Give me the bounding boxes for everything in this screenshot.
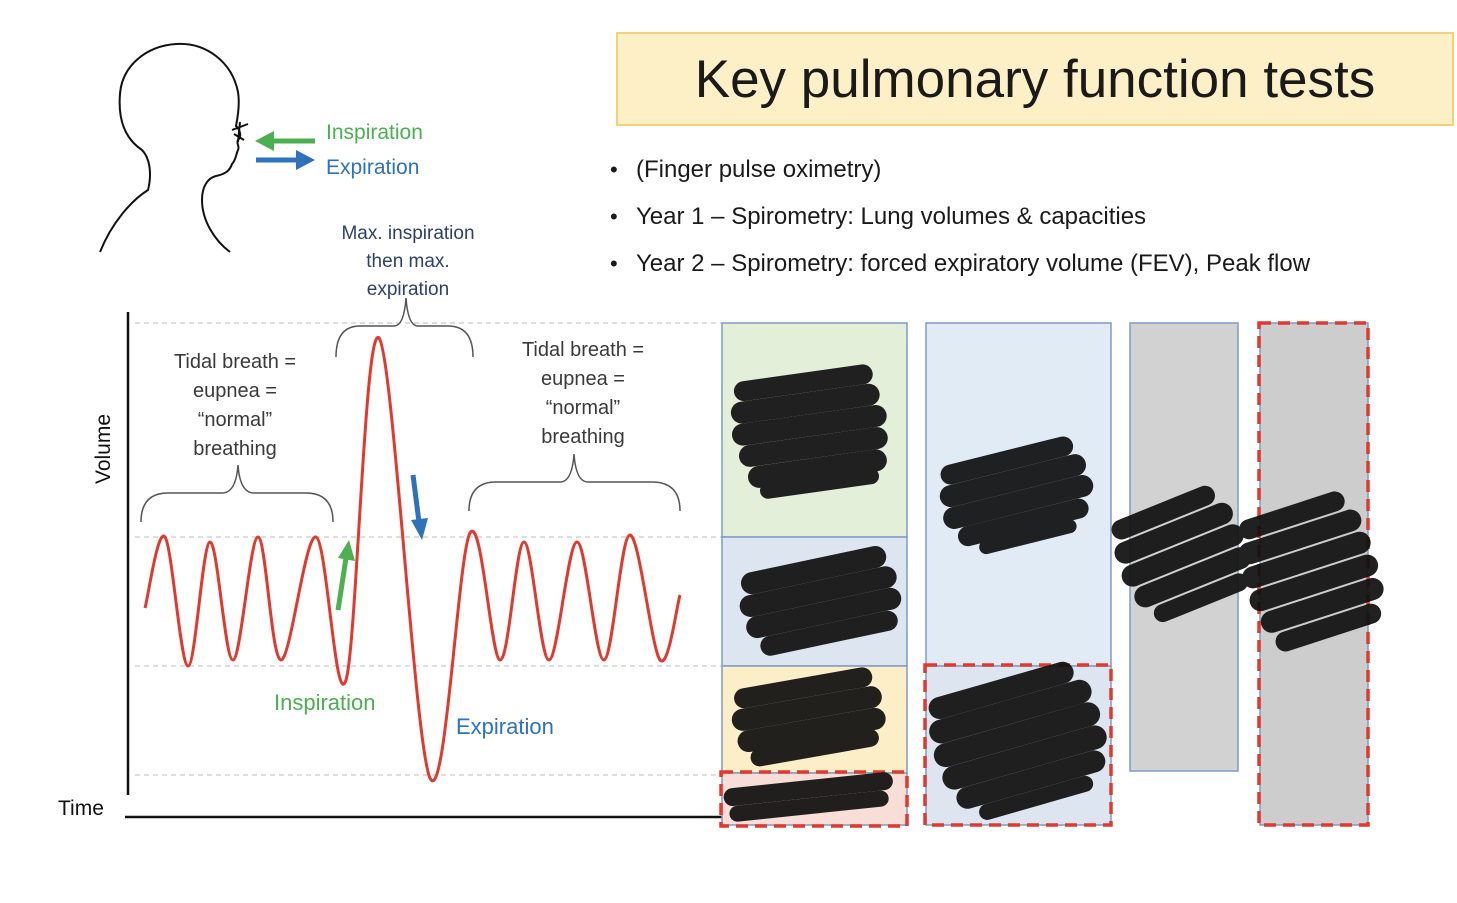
redaction-mark (928, 661, 1107, 820)
spirogram-trace (143, 336, 682, 783)
highlight-column-2-bottom (923, 663, 1113, 827)
head-silhouette (99, 42, 242, 253)
redaction-mark (730, 364, 888, 499)
redaction-mark (1238, 491, 1384, 652)
page-title: Key pulmonary function tests (694, 49, 1376, 109)
brace-max-breath (335, 297, 474, 358)
brace-tidal-right (468, 453, 681, 512)
highlight-column-1-bottom (719, 770, 909, 828)
tidal-left-line: eupnea = (193, 380, 277, 402)
tidal-left-line: breathing (193, 438, 277, 460)
bullet-item: Year 1 – Spirometry: Lung volumes & capa… (610, 197, 1310, 244)
max-breath-line: expiration (366, 279, 450, 300)
nose-icon (231, 121, 249, 143)
trace-expiration-arrow-icon (410, 474, 428, 540)
x-axis-label: Time (58, 797, 104, 820)
head-inspiration-label: Inspiration (326, 121, 423, 144)
inspiration-arrow-icon (255, 131, 315, 151)
expiration-arrow-icon (256, 150, 315, 170)
max-breath-annotation: Max. inspiration then max. expiration (318, 220, 498, 304)
head-expiration-label: Expiration (326, 156, 420, 179)
tidal-right-line: eupnea = (541, 368, 625, 390)
trace-expiration-label: Expiration (456, 714, 554, 739)
bullet-item: (Finger pulse oximetry) (610, 150, 1310, 197)
trace-inspiration-label: Inspiration (274, 690, 376, 715)
brace-tidal-left (140, 464, 334, 523)
max-breath-line: then max. (366, 251, 450, 272)
tidal-breath-left-annotation: Tidal breath = eupnea = “normal” breathi… (150, 348, 320, 464)
title-box: Key pulmonary function tests (616, 32, 1454, 126)
redaction-mark (723, 772, 893, 822)
y-axis-label: Volume (92, 413, 115, 485)
tidal-right-line: “normal” (545, 397, 621, 419)
redaction-mark (1111, 485, 1251, 623)
tidal-right-line: breathing (541, 426, 625, 448)
tidal-right-line: Tidal breath = (521, 339, 645, 361)
level-gridlines (135, 322, 722, 776)
redaction-mark (731, 667, 886, 767)
tidal-breath-right-annotation: Tidal breath = eupnea = “normal” breathi… (498, 336, 668, 452)
tidal-left-line: “normal” (197, 409, 273, 431)
max-breath-line: Max. inspiration (341, 223, 475, 244)
redaction-mark (739, 545, 902, 656)
bullet-item: Year 2 – Spirometry: forced expiratory v… (610, 244, 1310, 291)
redaction-marks (723, 364, 1384, 822)
trace-inspiration-arrow-icon (335, 540, 355, 611)
redaction-mark (939, 436, 1094, 555)
tidal-left-line: Tidal breath = (173, 351, 297, 373)
bullet-list: (Finger pulse oximetry) Year 1 – Spirome… (610, 150, 1310, 291)
